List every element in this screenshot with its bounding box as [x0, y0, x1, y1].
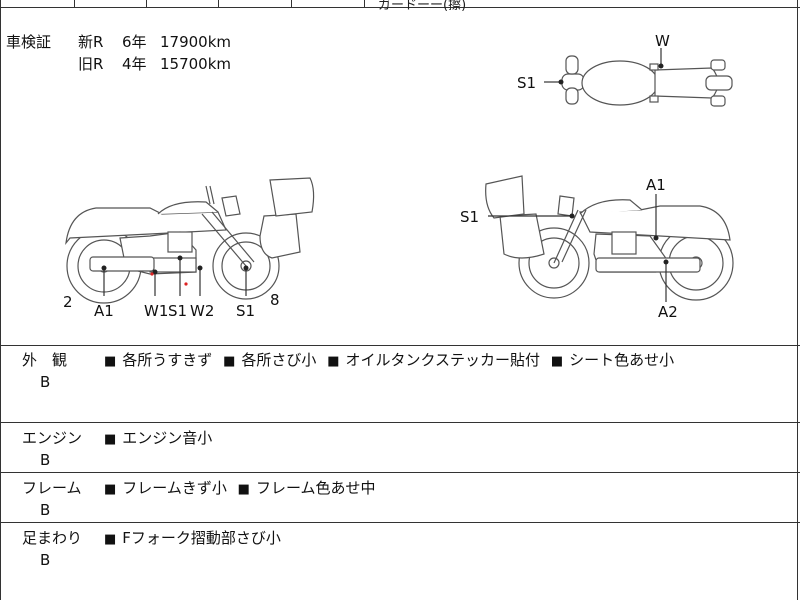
- header-divider: [291, 0, 292, 7]
- header-divider: [74, 0, 75, 7]
- damage-marker: [663, 259, 669, 265]
- damage-marker: [653, 235, 659, 241]
- section-category: フレーム: [22, 479, 82, 497]
- section-items: 各所うすきず 各所さび小 オイルタンクステッカー貼付 シート色あせ小: [104, 349, 680, 370]
- diagram-label: A2: [658, 303, 678, 321]
- inspection-row-new: 新R 6年 17900km: [78, 31, 231, 53]
- condition-item: フレームきず小: [104, 477, 227, 498]
- damage-marker: [152, 269, 158, 275]
- diagram-label: S1: [517, 74, 536, 92]
- section-divider: [0, 472, 800, 473]
- damage-marker: [197, 265, 203, 271]
- section-grade: B: [40, 551, 51, 569]
- red-mark: [150, 272, 154, 276]
- inspection-type: 新R: [78, 33, 104, 51]
- diagram-label: S1: [168, 302, 187, 320]
- section-grade: B: [40, 501, 51, 519]
- section-category: 外 観: [22, 351, 68, 369]
- inspection-label: 車検証: [6, 33, 52, 51]
- diagram-label: 8: [270, 291, 280, 309]
- header-residue-text: ガードーー(擦): [378, 0, 467, 13]
- condition-item: シート色あせ小: [551, 349, 674, 370]
- section-items: エンジン音小: [104, 427, 218, 448]
- diagram-label: A1: [94, 302, 114, 320]
- condition-item: 各所うすきず: [104, 349, 212, 370]
- diagram-label: W: [655, 32, 670, 50]
- header-divider: [146, 0, 147, 7]
- condition-item: 各所さび小: [223, 349, 316, 370]
- damage-marker: [558, 79, 564, 85]
- motorcycle-top-view: [544, 48, 733, 107]
- section-divider: [0, 422, 800, 423]
- header-divider: [364, 0, 365, 7]
- header-bottom-rule: [0, 7, 800, 8]
- section-divider: [0, 345, 800, 346]
- diagram-label: S1: [236, 302, 255, 320]
- diagram-label: S1: [460, 208, 479, 226]
- red-mark: [184, 282, 188, 286]
- diagram-label: 2: [63, 293, 73, 311]
- inspection-years: 4年: [122, 55, 147, 73]
- frame-left-border: [0, 0, 1, 600]
- damage-marker: [101, 265, 107, 271]
- damage-marker: [569, 213, 575, 219]
- section-grade: B: [40, 451, 51, 469]
- damage-marker: [177, 255, 183, 261]
- condition-item: フレーム色あせ中: [238, 477, 376, 498]
- inspection-row-old: 旧R 4年 15700km: [78, 53, 231, 75]
- inspection-years: 6年: [122, 33, 147, 51]
- diagram-label: W1: [144, 302, 168, 320]
- damage-marker: [658, 63, 664, 69]
- section-items: フレームきず小 フレーム色あせ中: [104, 477, 382, 498]
- diagram-label: W2: [190, 302, 214, 320]
- header-divider: [218, 0, 219, 7]
- motorcycle-right-view: [485, 175, 734, 302]
- section-items: Fフォーク摺動部さび小: [104, 527, 287, 548]
- condition-item: オイルタンクステッカー貼付: [327, 349, 540, 370]
- section-category: 足まわり: [22, 529, 83, 547]
- diagram-label: A1: [646, 176, 666, 194]
- section-divider: [0, 522, 800, 523]
- condition-item: Fフォーク摺動部さび小: [104, 527, 281, 548]
- frame-right-border: [797, 0, 798, 600]
- section-grade: B: [40, 373, 51, 391]
- condition-item: エンジン音小: [104, 427, 212, 448]
- inspection-km: 15700km: [160, 55, 232, 73]
- motorcycle-diagram: W S1 2 A1 W1 S1 W2 S1 8 S1 A1 A2: [63, 32, 734, 321]
- section-category: エンジン: [22, 429, 83, 447]
- motorcycle-left-view: [65, 177, 315, 304]
- damage-marker: [243, 265, 249, 271]
- inspection-type: 旧R: [78, 55, 104, 73]
- inspection-km: 17900km: [160, 33, 232, 51]
